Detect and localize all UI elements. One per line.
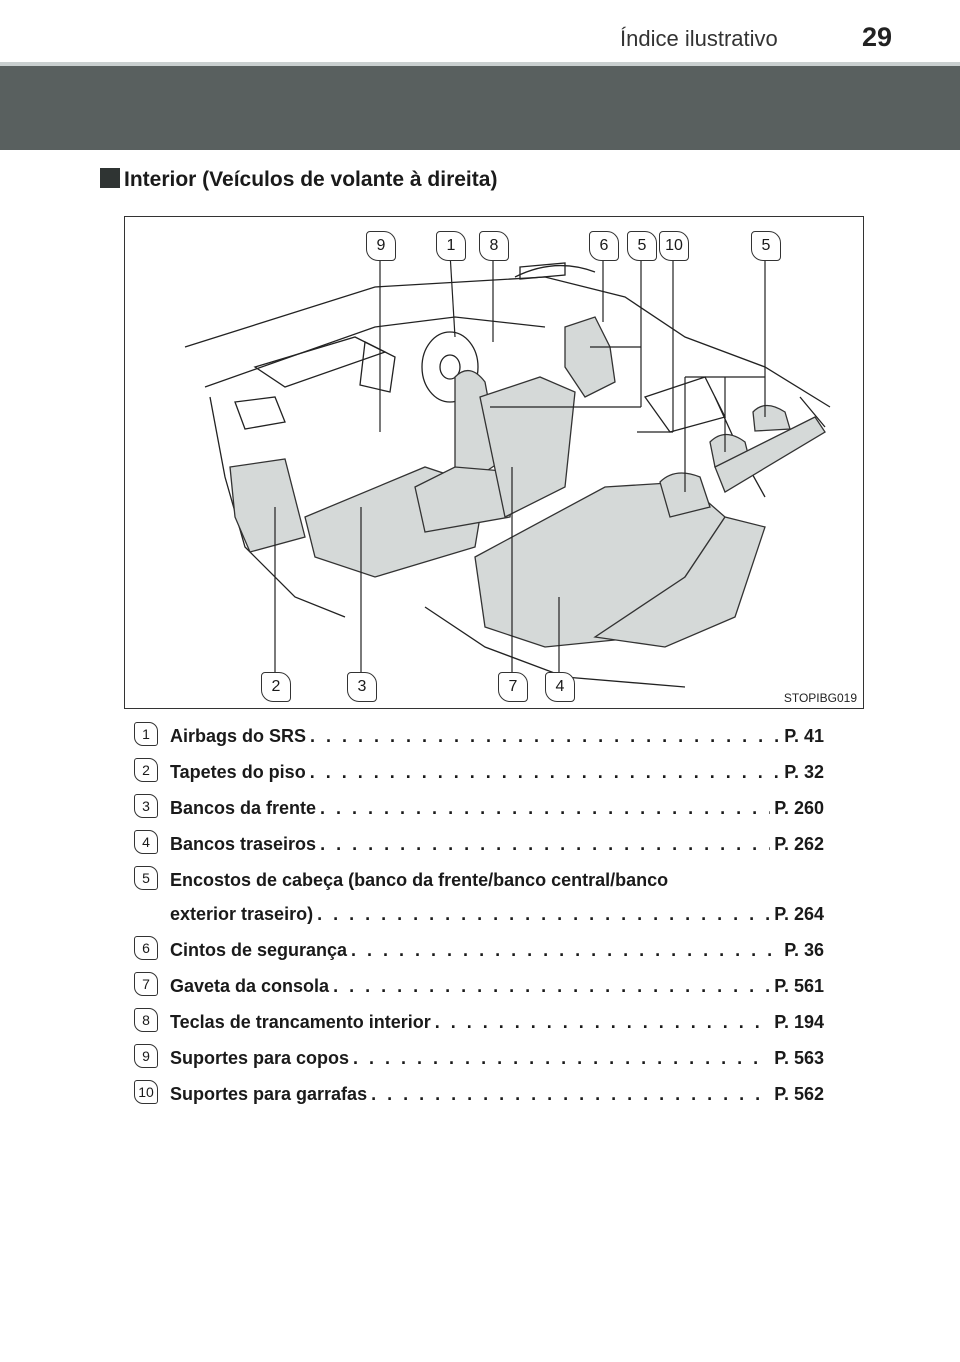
page-reference: P. 36 xyxy=(784,940,824,960)
page-reference: P. 32 xyxy=(784,762,824,782)
list-item: 6 Cintos de segurança P. 36 xyxy=(134,934,834,970)
item-number: 4 xyxy=(134,830,158,854)
item-label: Bancos da frente xyxy=(170,798,317,818)
page-reference: P. 260 xyxy=(774,798,824,818)
item-number: 10 xyxy=(134,1080,158,1104)
list-item: 9 Suportes para copos P. 563 xyxy=(134,1042,834,1078)
running-header-title: Índice ilustrativo xyxy=(620,26,778,51)
callout-1: 1 xyxy=(436,231,466,261)
item-number: 9 xyxy=(134,1044,158,1068)
item-label: Suportes para copos xyxy=(170,1048,350,1068)
item-label: Bancos traseiros xyxy=(170,834,317,854)
list-item: 2 Tapetes do piso P. 32 xyxy=(134,756,834,792)
callout-7: 7 xyxy=(498,672,528,702)
car-interior-drawing xyxy=(184,252,831,688)
page-reference: P. 561 xyxy=(774,976,824,996)
item-number: 3 xyxy=(134,794,158,818)
section-heading: Interior (Veículos de volante à direita) xyxy=(124,168,498,191)
callout-5: 5 xyxy=(627,231,657,261)
item-number: 1 xyxy=(134,722,158,746)
page-reference: P. 563 xyxy=(774,1048,824,1068)
item-number: 6 xyxy=(134,936,158,960)
item-number: 5 xyxy=(134,866,158,890)
list-item: 4 Bancos traseiros P. 262 xyxy=(134,828,834,864)
list-item: 8 Teclas de trancamento interior P. 194 xyxy=(134,1006,834,1042)
item-list: 1 Airbags do SRSP. 41 2 Tapetes do pisoP… xyxy=(134,720,834,1114)
item-label: Cintos de segurança xyxy=(170,940,348,960)
list-item: 7 Gaveta da consola P. 561 xyxy=(134,970,834,1006)
page-header: Índice ilustrativo 29 xyxy=(0,0,960,62)
page-reference: P. 262 xyxy=(774,834,824,854)
callout-5b: 5 xyxy=(751,231,781,261)
page-number: 29 xyxy=(862,22,893,52)
figure-code: STOPIBG019 xyxy=(783,691,857,705)
item-number: 8 xyxy=(134,1008,158,1032)
item-label: exterior traseiro) xyxy=(170,904,314,924)
item-number: 2 xyxy=(134,758,158,782)
callout-9: 9 xyxy=(366,231,396,261)
callout-10: 10 xyxy=(659,231,689,261)
page-reference: P. 41 xyxy=(784,726,824,746)
callout-3: 3 xyxy=(347,672,377,702)
callout-4: 4 xyxy=(545,672,575,702)
list-item: 5 Encostos de cabeça (banco da frente/ba… xyxy=(134,864,834,934)
header-band xyxy=(0,66,960,150)
page-reference: P. 194 xyxy=(774,1012,824,1032)
callout-2: 2 xyxy=(261,672,291,702)
item-label: Tapetes do piso xyxy=(170,762,306,782)
item-label: Gaveta da consola xyxy=(170,976,330,996)
item-label: Teclas de trancamento interior xyxy=(170,1012,431,1032)
item-label: Suportes para garrafas xyxy=(170,1084,368,1104)
page-reference: P. 562 xyxy=(774,1084,824,1104)
callout-6: 6 xyxy=(589,231,619,261)
page-reference: P. 264 xyxy=(774,904,824,924)
item-label-line1: Encostos de cabeça (banco da frente/banc… xyxy=(170,870,669,890)
item-label: Airbags do SRS xyxy=(170,726,307,746)
header-divider xyxy=(0,62,960,66)
list-item: 10 Suportes para garrafas P. 562 xyxy=(134,1078,834,1114)
interior-illustration: 9 1 8 6 5 10 5 2 3 7 4 STOPIBG019 xyxy=(124,216,864,709)
section-bullet-icon xyxy=(100,168,120,188)
list-item: 3 Bancos da frente P. 260 xyxy=(134,792,834,828)
item-number: 7 xyxy=(134,972,158,996)
list-item: 1 Airbags do SRS P. 41 xyxy=(134,720,834,756)
callout-8: 8 xyxy=(479,231,509,261)
